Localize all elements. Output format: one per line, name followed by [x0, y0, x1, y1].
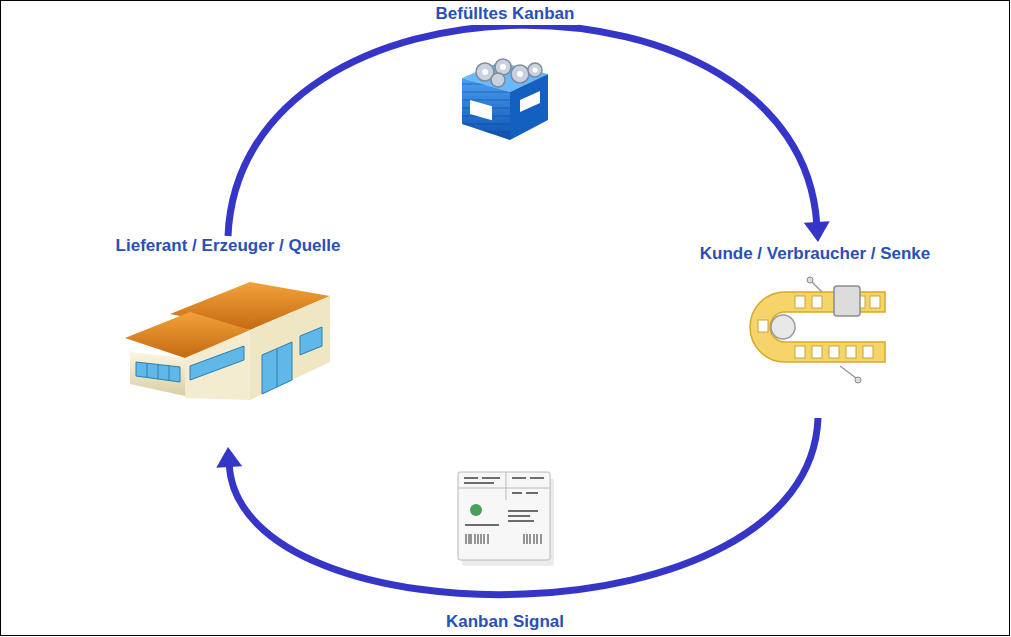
- station-label: Lieferant / Erzeuger / Quelle: [65, 236, 391, 256]
- flow-arc: [228, 25, 830, 242]
- building-icon: [125, 282, 330, 400]
- station-label: Kunde / Verbraucher / Senke: [650, 244, 980, 264]
- kanban-card-icon: [458, 472, 554, 566]
- kanban-crate-icon: [462, 59, 548, 140]
- conveyor-icon: [750, 277, 885, 383]
- station-node: Kunde / Verbraucher / Senke: [650, 244, 980, 418]
- flow-arc-line: [228, 25, 817, 236]
- edge-label: Befülltes Kanban: [432, 3, 579, 25]
- arrow-head: [804, 221, 830, 242]
- arrow-head: [216, 447, 242, 468]
- edge-label: Kanban Signal: [442, 611, 568, 633]
- flow-arc-line: [229, 418, 818, 595]
- flow-arc: [216, 418, 818, 595]
- station-node: Lieferant / Erzeuger / Quelle: [65, 236, 391, 445]
